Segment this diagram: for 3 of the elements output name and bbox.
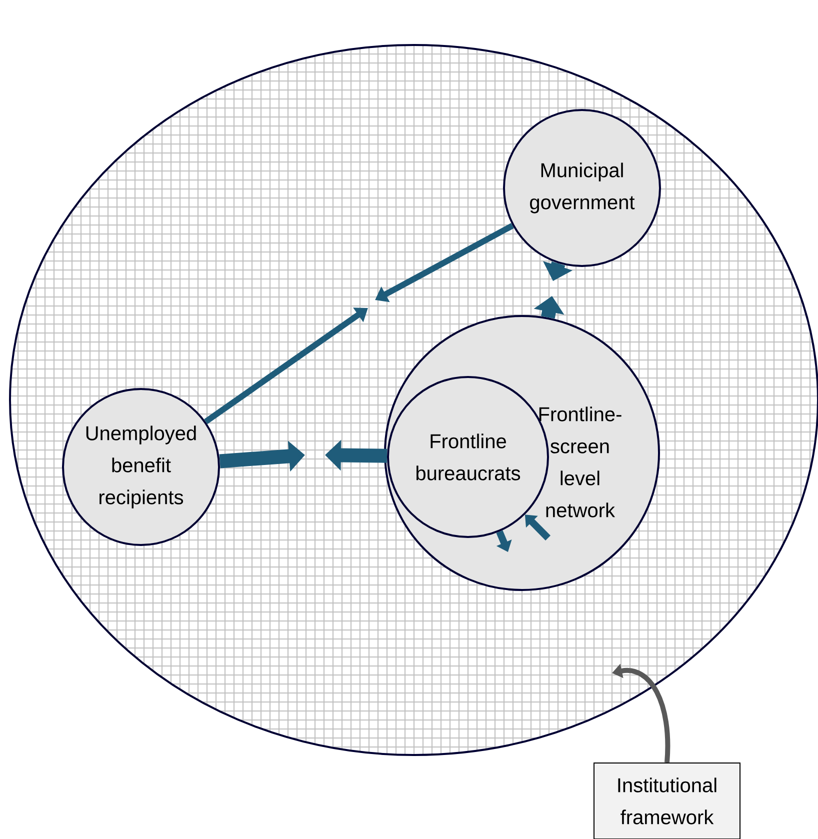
text-box: Institutional framework: [594, 762, 740, 839]
circle-node: Unemployed benefit recipients: [62, 388, 220, 546]
circle-node: Municipal government: [503, 109, 661, 267]
